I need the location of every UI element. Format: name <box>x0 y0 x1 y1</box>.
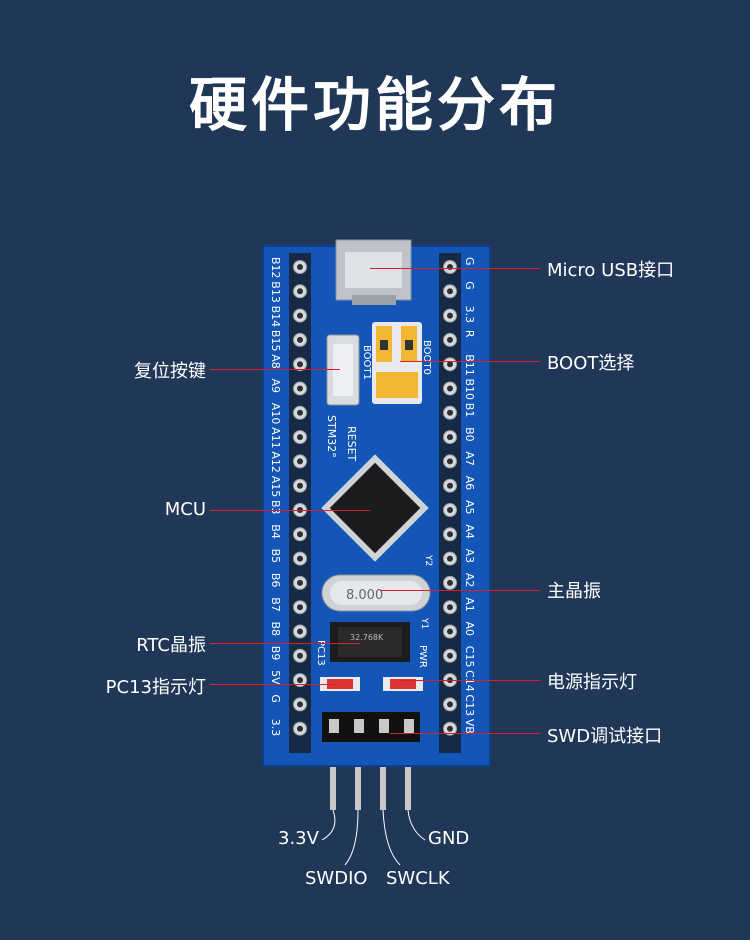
left-pin-label: A15 <box>269 476 282 498</box>
right-pin-label: A4 <box>463 524 476 539</box>
leader-swd <box>390 733 540 734</box>
label-pin-33: 3.3V <box>278 828 319 849</box>
right-pin-label: B1 <box>463 403 476 418</box>
leader-power <box>400 680 540 681</box>
left-pin-label: B7 <box>269 597 282 612</box>
right-pin-label: A7 <box>463 451 476 466</box>
right-pin-label: B0 <box>463 427 476 442</box>
label-reset: 复位按键 <box>134 361 206 382</box>
label-rtc-crystal: RTC晶振 <box>136 635 206 656</box>
silk-pwr: PWR <box>417 645 428 668</box>
silk-y1: Y1 <box>419 617 429 629</box>
label-pin-gnd: GND <box>428 828 470 849</box>
right-pin-label: A6 <box>463 476 476 491</box>
micro-usb-connector <box>335 239 412 305</box>
right-pin-label: C13 <box>463 694 476 716</box>
page-title: 硬件功能分布 <box>188 71 561 139</box>
label-pc13-led: PC13指示灯 <box>105 677 206 698</box>
right-pin-label: A3 <box>463 549 476 564</box>
leader-boot <box>400 361 540 362</box>
reset-button <box>326 334 360 406</box>
leader-pc13 <box>210 684 335 685</box>
left-pin-label: A12 <box>269 451 282 473</box>
silk-y2: Y2 <box>423 554 433 566</box>
right-pin-label: R <box>463 330 476 338</box>
silk-stm32: STM32° <box>325 415 338 458</box>
label-pin-swdio: SWDIO <box>305 868 368 889</box>
leader-main-crystal <box>380 590 540 591</box>
left-pin-label: G <box>269 694 282 703</box>
left-pin-label: B3 <box>269 500 282 515</box>
label-pin-swclk: SWCLK <box>386 868 450 889</box>
silk-crystal-main: 8.000 <box>346 588 383 603</box>
silk-pc13: PC13 <box>315 640 326 666</box>
swd-header-pins <box>330 740 411 810</box>
label-main-crystal: 主晶振 <box>547 581 601 602</box>
left-pin-label: B14 <box>269 306 282 328</box>
main-crystal <box>321 574 431 612</box>
right-pin-label: G <box>463 257 476 266</box>
label-boot: BOOT选择 <box>547 353 635 374</box>
left-pin-label: B9 <box>269 646 282 661</box>
right-pin-label: B10 <box>463 379 476 401</box>
left-pin-label: B13 <box>269 281 282 303</box>
left-pin-label: A8 <box>269 354 282 369</box>
left-pin-label: A10 <box>269 403 282 425</box>
swd-header <box>322 712 420 742</box>
right-pin-label: A0 <box>463 622 476 637</box>
left-pin-label: A9 <box>269 379 282 394</box>
silk-crystal-rtc: 32.768K <box>350 633 384 642</box>
right-pin-label: A5 <box>463 500 476 515</box>
right-pin-label: 3.3 <box>463 306 476 324</box>
leader-reset <box>210 369 340 370</box>
right-pin-label: B11 <box>463 354 476 376</box>
right-pin-label: G <box>463 281 476 290</box>
silk-boot0: BOOT0 <box>421 340 432 375</box>
label-power-led: 电源指示灯 <box>547 672 637 693</box>
boot-jumpers <box>372 322 422 404</box>
silk-reset: RESET <box>345 426 358 462</box>
left-pin-label: 3.3 <box>269 719 282 737</box>
leader-mcu <box>210 510 370 511</box>
rtc-crystal <box>330 622 410 662</box>
left-pin-label: B5 <box>269 549 282 564</box>
right-pin-label: A2 <box>463 573 476 588</box>
label-swd: SWD调试接口 <box>547 726 663 747</box>
mcu-chip <box>321 454 429 562</box>
right-pin-label: A1 <box>463 597 476 612</box>
leader-rtc <box>210 643 360 644</box>
silk-boot1: BOOT1 <box>361 345 372 380</box>
leader-micro-usb <box>370 268 540 269</box>
left-pin-label: B12 <box>269 257 282 279</box>
left-pin-label: B4 <box>269 524 282 539</box>
left-pin-label: A11 <box>269 427 282 449</box>
right-pin-label: VB <box>463 719 476 734</box>
left-pin-label: B6 <box>269 573 282 588</box>
left-pin-label: B15 <box>269 330 282 352</box>
right-pin-label: C15 <box>463 646 476 668</box>
left-pin-label: 5V <box>269 670 282 685</box>
label-mcu: MCU <box>164 499 206 520</box>
left-pin-label: B8 <box>269 622 282 637</box>
label-micro-usb: Micro USB接口 <box>547 260 675 281</box>
